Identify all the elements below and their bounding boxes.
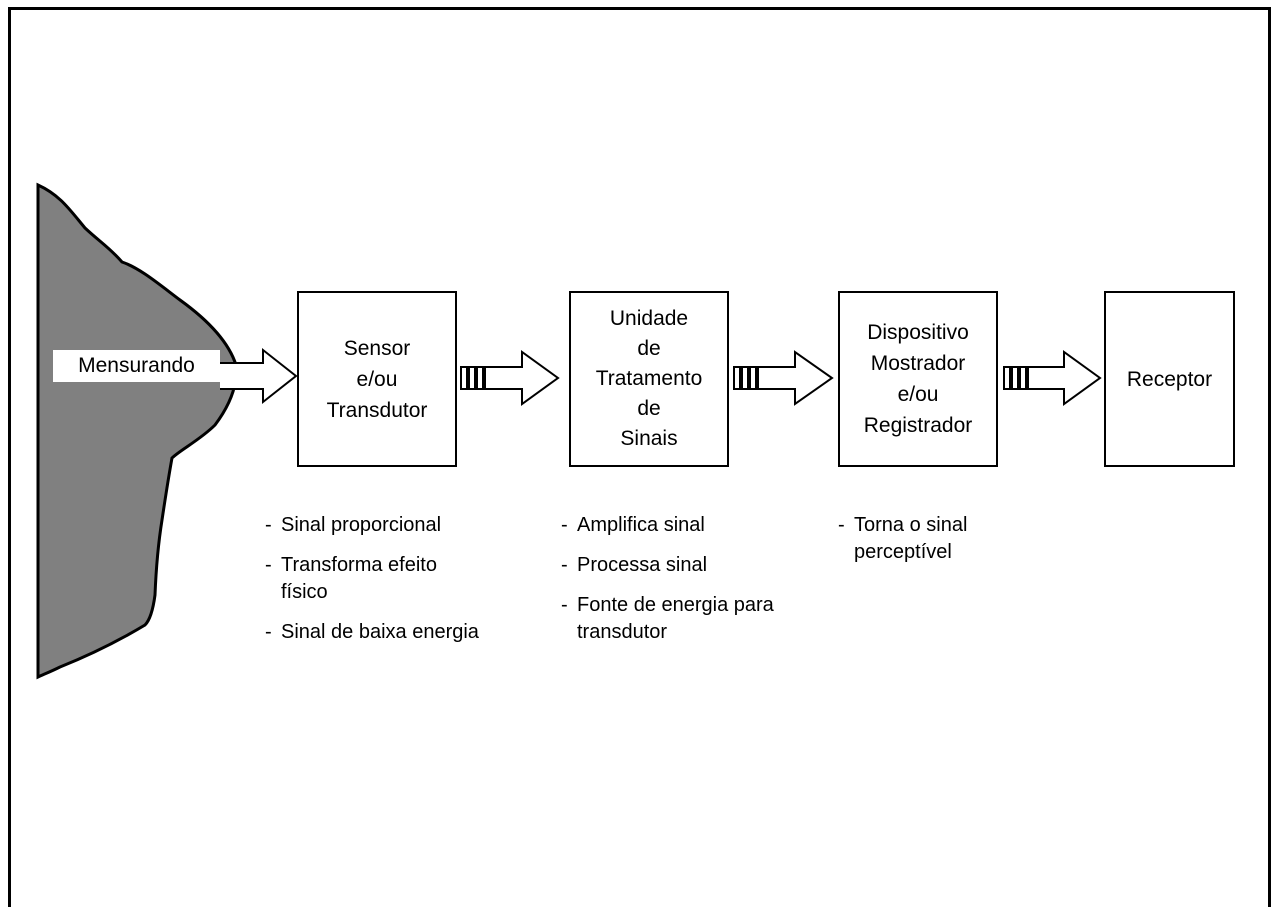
block-mostrador-line: Dispositivo: [867, 321, 969, 344]
note-item: -Transforma efeito físico: [265, 554, 437, 603]
arrow-mostrador-to-receptor: [1003, 350, 1102, 406]
block-mostrador: Dispositivo Mostrador e/ou Registrador: [838, 291, 998, 467]
block-mostrador-line: Mostrador: [870, 352, 966, 375]
block-receptor-line: Receptor: [1126, 367, 1213, 391]
notes-mostrador: -Torna o sinal perceptível: [838, 512, 1013, 579]
note-item: -Amplifica sinal: [561, 514, 705, 536]
mensurando-shape: [36, 182, 238, 680]
block-tratamento-line: Unidade: [609, 307, 689, 330]
block-mostrador-line: Registrador: [863, 414, 973, 437]
arrow-sensor-to-tratamento: [460, 350, 560, 406]
block-tratamento-line: Tratamento: [595, 367, 703, 390]
block-tratamento-line: de: [637, 337, 661, 360]
block-tratamento-line: Sinais: [620, 427, 678, 450]
notes-sensor: -Sinal proporcional -Transforma efeito f…: [265, 512, 525, 659]
arrow-to-sensor: [220, 347, 298, 405]
block-mostrador-line: e/ou: [897, 383, 939, 406]
note-item: -Fonte de energia para transdutor: [561, 594, 774, 643]
block-tratamento-line: de: [637, 397, 661, 420]
arrow-tratamento-to-mostrador: [733, 350, 834, 406]
mensurando-label: Mensurando: [53, 350, 220, 382]
block-sensor: Sensor e/ou Transdutor: [297, 291, 457, 467]
diagram-frame: [8, 7, 1271, 907]
note-item: -Sinal proporcional: [265, 514, 442, 536]
note-item: -Torna o sinal perceptível: [838, 514, 968, 563]
block-sensor-line: Sensor: [343, 336, 411, 360]
block-tratamento: Unidade de Tratamento de Sinais: [569, 291, 729, 467]
block-receptor: Receptor: [1104, 291, 1235, 467]
block-sensor-line: Transdutor: [326, 398, 428, 422]
note-item: -Processa sinal: [561, 554, 708, 576]
block-sensor-line: e/ou: [356, 367, 398, 391]
note-item: -Sinal de baixa energia: [265, 621, 479, 643]
notes-tratamento: -Amplifica sinal -Processa sinal -Fonte …: [561, 512, 801, 659]
